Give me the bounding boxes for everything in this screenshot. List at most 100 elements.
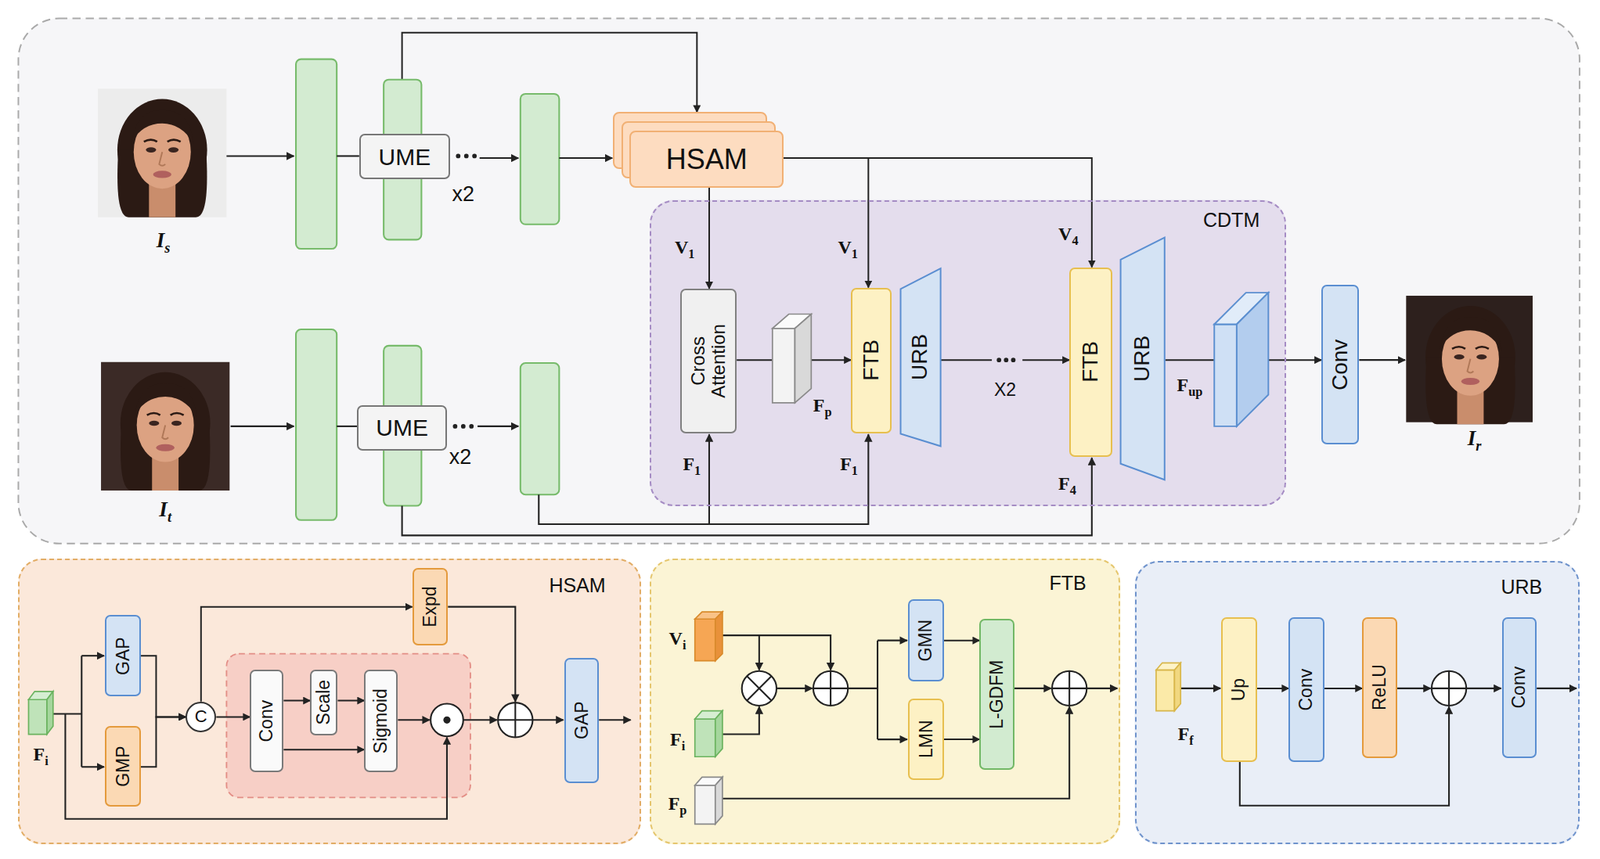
node-label: Sigmoid: [371, 688, 391, 754]
attention-box: Cross Attention: [680, 288, 737, 434]
conv-box: Conv: [249, 670, 284, 772]
figure-shape: [794, 313, 811, 403]
figure-shape: [397, 719, 429, 721]
figure-shape: [226, 154, 294, 157]
scale-box: Scale: [309, 670, 338, 736]
figure-shape: [598, 719, 631, 721]
figure-shape: [468, 424, 474, 429]
symbol-main: V: [1058, 224, 1072, 246]
symbol-subscript: up: [1188, 385, 1203, 400]
symbol-subscript: t: [167, 509, 172, 526]
module-panel: HSAM GAP GMP C Conv Scale Sigmoid ExpdGAP: [18, 558, 641, 845]
symbol-main: I: [156, 228, 166, 253]
flow-arrow: [1324, 688, 1363, 690]
figure-shape: [715, 612, 723, 662]
figure-shape: [226, 654, 471, 799]
figure-shape: [722, 635, 831, 671]
flow-arrow: [944, 640, 981, 642]
node-label: Conv: [1509, 666, 1529, 710]
figure-shape: [230, 425, 295, 428]
symbol-label: Vi: [669, 629, 687, 653]
symbol-label: Is: [156, 230, 171, 256]
module-panel: CDTMCross AttentionFTBURBFTBURB: [649, 200, 1286, 507]
node-label: GAP: [571, 702, 591, 741]
node-label: LMN: [915, 720, 936, 760]
figure-shape: [1431, 671, 1467, 707]
figure-shape: [81, 655, 105, 657]
symbol-label: Ff: [1178, 725, 1194, 749]
figure-shape: [81, 766, 105, 768]
figure-shape: [742, 671, 777, 707]
fusion-box: L-GDFM: [979, 619, 1014, 771]
node-label: ReLU: [1369, 664, 1390, 711]
figure-shape: [472, 154, 477, 159]
figure-shape: [430, 703, 464, 737]
figure-shape: [715, 777, 723, 825]
upsample-block: URB: [1120, 236, 1165, 482]
symbol-label: Fp: [668, 794, 688, 818]
node-label: URB: [1131, 335, 1156, 382]
figure-shape: [117, 98, 208, 217]
figure-shape: [813, 671, 848, 707]
node-label: GMP: [112, 745, 133, 787]
conv-box: Conv: [1288, 617, 1325, 763]
figure-shape: [28, 699, 47, 735]
figure-shape: [295, 59, 559, 521]
attention-module-stack: HSAM: [612, 111, 784, 188]
flow-arrow: [783, 158, 869, 289]
norm-box: GMN: [908, 599, 945, 682]
figure-shape: [715, 711, 723, 758]
figure-shape: [1239, 706, 1449, 806]
figure-shape: [97, 88, 227, 217]
panel-title: URB: [1500, 576, 1543, 599]
figure-shape: [100, 362, 230, 491]
figure-shape: [18, 18, 1579, 845]
node-label: HSAM: [666, 144, 748, 176]
panel-title: FTB: [1048, 572, 1086, 595]
figure-shape: [772, 313, 812, 403]
expand-box: Expd: [412, 568, 449, 646]
symbol-main: F: [668, 793, 681, 815]
module-box: UME: [359, 133, 451, 181]
flow-arrow: [708, 187, 710, 289]
figure-shape: [402, 457, 1092, 536]
symbol-label: F1: [839, 454, 858, 478]
figure-shape: [558, 157, 613, 159]
figure-shape: [1358, 359, 1406, 361]
node-label: GAP: [112, 637, 133, 676]
figure-shape: [532, 719, 563, 721]
symbol-subscript: 1: [688, 247, 695, 263]
node-label: URB: [908, 334, 933, 381]
figure-shape: [758, 635, 761, 671]
figure-shape: [649, 558, 1121, 845]
figure-shape: [996, 357, 1002, 363]
figure-shape: [461, 424, 466, 429]
symbol-subscript: 1: [851, 463, 858, 479]
symbol-subscript: 4: [1071, 234, 1078, 249]
figure-shape: [695, 785, 716, 826]
symbol-subscript: i: [682, 637, 687, 653]
figure-shape: [847, 641, 878, 740]
symbol-subscript: p: [679, 803, 687, 819]
symbol-label: F1: [682, 454, 701, 478]
panel-title: HSAM: [548, 575, 606, 598]
symbol-label: V1: [838, 238, 859, 262]
activation-box: Sigmoid: [363, 670, 398, 772]
symbol-subscript: i: [44, 753, 49, 769]
node-label: Up: [1229, 677, 1250, 701]
figure-shape: [479, 157, 519, 159]
symbol-main: F: [1177, 375, 1190, 397]
symbol-main: F: [839, 454, 852, 475]
module-panel: FTB GMN LMN L-GDFM: [649, 558, 1121, 845]
figure-shape: [53, 655, 82, 768]
figure-shape: [46, 691, 54, 736]
norm-box: LMN: [908, 699, 945, 781]
figure-shape: [877, 738, 908, 741]
symbol-label: Ir: [1467, 428, 1482, 454]
node-label: C: [194, 707, 208, 727]
node-label: Conv: [256, 700, 277, 743]
module-panel: URB Up Conv ReLU Conv: [1135, 561, 1580, 845]
symbol-subscript: 4: [1070, 482, 1077, 498]
figure-shape: [1431, 671, 1467, 707]
